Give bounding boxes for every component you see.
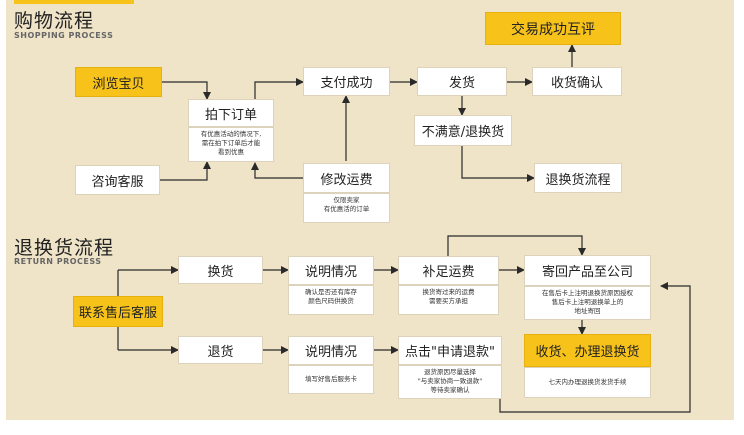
- arrow-consult-to-order: [160, 161, 211, 181]
- node-place-order: 拍下订单: [188, 99, 274, 127]
- note-explain-exchange: 确认是否还有库存 颜色尺码供换货: [288, 285, 374, 315]
- returns-title: 退换货流程: [14, 237, 115, 259]
- shopping-title: 购物流程: [14, 10, 95, 32]
- node-explain-exchange: 说明情况: [288, 256, 374, 285]
- note-line: 在售后卡上注明退换货原因授权: [542, 289, 633, 297]
- node-pay-freight: 补足运费: [398, 256, 499, 285]
- node-modify-freight: 修改运费: [303, 163, 390, 193]
- arrow-modify-to-order: [251, 162, 303, 179]
- note-line: 有优惠活的订单: [323, 205, 370, 213]
- node-explain-refund: 说明情况: [288, 336, 374, 365]
- note-line: 地址寄回: [574, 307, 601, 315]
- node-refund: 退货: [178, 336, 263, 364]
- note-line: "与卖家协商一致退款": [417, 377, 483, 385]
- node-receive-refund: 收货、办理退换货: [524, 334, 651, 367]
- node-review: 交易成功互评: [485, 12, 621, 45]
- node-return-exchange-flow: 退换货流程: [534, 163, 622, 193]
- note-apply-refund: 退货原因尽量选择 "与卖家协商一致退款" 等待卖家确认: [398, 365, 502, 399]
- note-line: 确认是否还有库存: [305, 288, 357, 296]
- note-line: 看到优惠: [218, 148, 244, 156]
- node-pay-success: 支付成功: [303, 67, 390, 96]
- note-line: 需在拍下订单后才能: [201, 139, 261, 147]
- note-mail-to-company: 在售后卡上注明退换货原因授权 售后卡上注明退换单上的 地址寄回: [524, 286, 651, 320]
- node-apply-refund: 点击"申请退款": [398, 336, 502, 365]
- note-line: 仅限卖家: [333, 196, 360, 204]
- arrow-feedback-line: [447, 235, 586, 256]
- shopping-subtitle: SHOPPING PROCESS: [14, 31, 114, 40]
- note-place-order: 有优惠活动的情况下, 需在拍下订单后才能 看到优惠: [188, 127, 274, 162]
- arrow-loop-back: [499, 282, 691, 413]
- note-line: 颜色尺码供换货: [308, 297, 354, 305]
- note-receive-refund: 七天内办理退换货发货手续: [524, 367, 651, 398]
- node-confirm-receipt: 收货确认: [532, 67, 622, 96]
- node-ship: 发货: [417, 67, 507, 96]
- node-exchange: 换货: [178, 256, 263, 284]
- node-mail-to-company: 寄回产品至公司: [524, 255, 651, 286]
- note-pay-freight: 换货寄过来的运费 需要买方承担: [398, 285, 499, 315]
- note-line: 等待卖家确认: [430, 386, 470, 394]
- node-contact-service: 联系售后客服: [73, 296, 163, 327]
- note-line: 退货原因尽量选择: [424, 368, 476, 376]
- note-line: 七天内办理退换货发货手续: [548, 378, 627, 386]
- top-accent-bar: [14, 0, 134, 4]
- node-browse: 浏览宝贝: [75, 67, 162, 97]
- note-line: 售后卡上注明退换单上的: [551, 298, 624, 306]
- note-line: 有优惠活动的情况下,: [200, 130, 262, 138]
- note-line: 需要买方承担: [429, 297, 468, 305]
- returns-subtitle: RETURN PROCESS: [14, 257, 102, 266]
- note-modify-freight: 仅限卖家 有优惠活的订单: [303, 193, 390, 223]
- arrow-browse-to-order: [162, 81, 211, 100]
- arrow-unsatisfied-to-flow: [461, 146, 535, 182]
- note-line: 换货寄过来的运费: [422, 288, 475, 296]
- note-line: 填写好售后服务卡: [305, 375, 357, 383]
- node-unsatisfied: 不满意/退换货: [414, 115, 512, 146]
- node-consult: 咨询客服: [75, 165, 160, 195]
- note-explain-refund: 填写好售后服务卡: [288, 365, 374, 394]
